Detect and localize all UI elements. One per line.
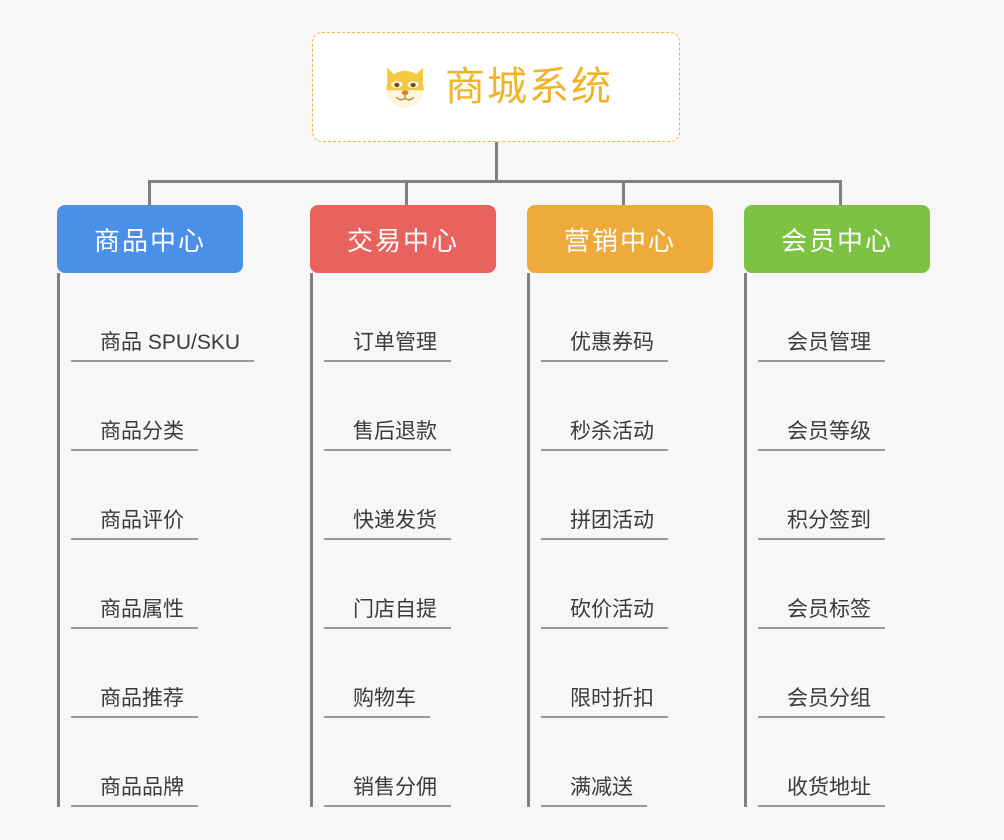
subitem-label: 快递发货 [324, 509, 451, 540]
list-item[interactable]: 门店自提 [324, 540, 560, 629]
subitem-list-marketing: 优惠券码 秒杀活动 拼团活动 砍价活动 限时折扣 满减送 [527, 273, 777, 807]
root-node[interactable]: 商城系统 [312, 32, 680, 142]
list-item[interactable]: 商品评价 [71, 451, 307, 540]
connector-drop-4 [839, 180, 842, 207]
subitem-label: 积分签到 [758, 509, 885, 540]
list-item[interactable]: 优惠券码 [541, 273, 777, 362]
subitem-label: 会员管理 [758, 331, 885, 362]
list-item[interactable]: 会员管理 [758, 273, 994, 362]
subitem-label: 订单管理 [324, 331, 451, 362]
connector-horizontal-bus [148, 180, 842, 183]
connector-drop-3 [622, 180, 625, 207]
category-header-trade[interactable]: 交易中心 [310, 205, 496, 273]
subitem-label: 商品推荐 [71, 687, 198, 718]
list-item[interactable]: 积分签到 [758, 451, 994, 540]
connector-drop-2 [405, 180, 408, 207]
list-item[interactable]: 会员等级 [758, 362, 994, 451]
subitem-label: 购物车 [324, 687, 430, 718]
subitem-label: 会员分组 [758, 687, 885, 718]
subitem-label: 商品分类 [71, 420, 198, 451]
list-item[interactable]: 商品 SPU/SKU [71, 273, 307, 362]
list-item[interactable]: 销售分佣 [324, 718, 560, 807]
category-column-product: 商品中心 商品 SPU/SKU 商品分类 商品评价 商品属性 商品推荐 商品品牌 [57, 205, 307, 807]
list-item[interactable]: 拼团活动 [541, 451, 777, 540]
list-item[interactable]: 商品属性 [71, 540, 307, 629]
subitem-label: 拼团活动 [541, 509, 668, 540]
list-item[interactable]: 会员分组 [758, 629, 994, 718]
subitem-label: 售后退款 [324, 420, 451, 451]
subitem-label: 限时折扣 [541, 687, 668, 718]
subitem-list-member: 会员管理 会员等级 积分签到 会员标签 会员分组 收货地址 [744, 273, 994, 807]
subitem-label: 商品 SPU/SKU [71, 331, 255, 362]
list-item[interactable]: 商品分类 [71, 362, 307, 451]
subitem-label: 商品评价 [71, 509, 198, 540]
subitem-label: 商品属性 [71, 598, 198, 629]
list-item[interactable]: 秒杀活动 [541, 362, 777, 451]
list-item[interactable]: 售后退款 [324, 362, 560, 451]
subitem-label: 砍价活动 [541, 598, 668, 629]
connector-root-stem [495, 142, 498, 182]
subitem-label: 满减送 [541, 776, 647, 807]
list-item[interactable]: 商品推荐 [71, 629, 307, 718]
subitem-label: 销售分佣 [324, 776, 451, 807]
category-column-marketing: 营销中心 优惠券码 秒杀活动 拼团活动 砍价活动 限时折扣 满减送 [527, 205, 777, 807]
list-item[interactable]: 满减送 [541, 718, 777, 807]
dog-face-icon [379, 61, 431, 113]
list-item[interactable]: 限时折扣 [541, 629, 777, 718]
subitem-label: 收货地址 [758, 776, 885, 807]
subitem-list-product: 商品 SPU/SKU 商品分类 商品评价 商品属性 商品推荐 商品品牌 [57, 273, 307, 807]
category-column-member: 会员中心 会员管理 会员等级 积分签到 会员标签 会员分组 收货地址 [744, 205, 994, 807]
root-title: 商城系统 [445, 65, 613, 109]
subitem-label: 秒杀活动 [541, 420, 668, 451]
category-column-trade: 交易中心 订单管理 售后退款 快递发货 门店自提 购物车 销售分佣 [310, 205, 560, 807]
subitem-label: 会员标签 [758, 598, 885, 629]
subitem-label: 会员等级 [758, 420, 885, 451]
list-item[interactable]: 订单管理 [324, 273, 560, 362]
category-header-product[interactable]: 商品中心 [57, 205, 243, 273]
connector-drop-1 [148, 180, 151, 207]
subitem-label: 门店自提 [324, 598, 451, 629]
subitem-list-trade: 订单管理 售后退款 快递发货 门店自提 购物车 销售分佣 [310, 273, 560, 807]
list-item[interactable]: 商品品牌 [71, 718, 307, 807]
list-item[interactable]: 砍价活动 [541, 540, 777, 629]
subitem-label: 商品品牌 [71, 776, 198, 807]
list-item[interactable]: 收货地址 [758, 718, 994, 807]
subitem-label: 优惠券码 [541, 331, 668, 362]
list-item[interactable]: 会员标签 [758, 540, 994, 629]
category-header-marketing[interactable]: 营销中心 [527, 205, 713, 273]
list-item[interactable]: 购物车 [324, 629, 560, 718]
category-header-member[interactable]: 会员中心 [744, 205, 930, 273]
list-item[interactable]: 快递发货 [324, 451, 560, 540]
